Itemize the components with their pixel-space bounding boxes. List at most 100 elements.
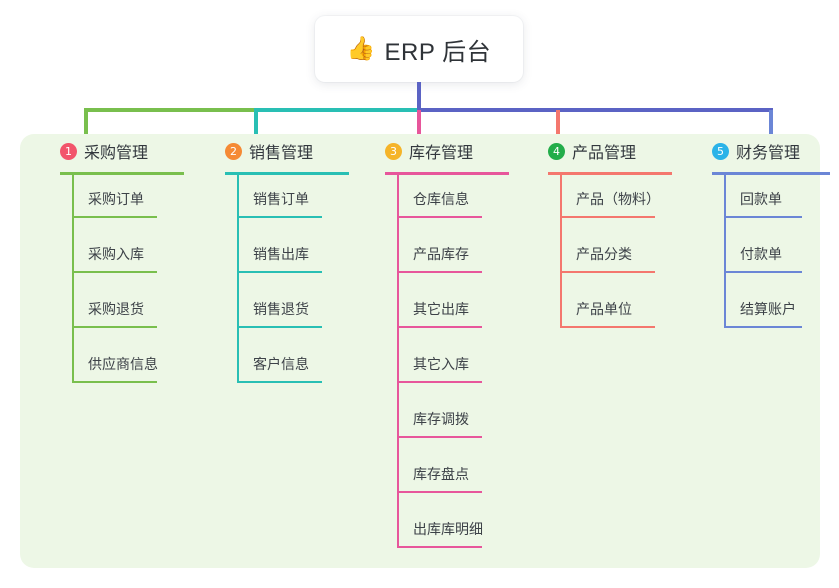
leaf-rule	[237, 271, 322, 273]
thumbs-up-icon: 👍	[346, 35, 376, 62]
leaf-item[interactable]: 其它入库	[365, 340, 482, 395]
leaf-rule	[724, 216, 802, 218]
leaf-rule	[72, 326, 157, 328]
leaf-item[interactable]: 产品单位	[528, 285, 655, 340]
leaf-label: 产品库存	[413, 246, 469, 262]
leaf-rule	[72, 381, 157, 383]
leaf-rule	[237, 216, 322, 218]
bus-segment-2	[254, 108, 417, 112]
leaf-rule	[397, 381, 482, 383]
leaf-rule	[560, 326, 655, 328]
leaf-item[interactable]: 采购入库	[40, 230, 157, 285]
leaf-rule	[397, 326, 482, 328]
leaf-list: 回款单付款单结算账户	[692, 175, 802, 340]
branch-column-3: 3 库存管理仓库信息产品库存其它出库其它入库库存调拨库存盘点出库库明细	[365, 134, 509, 560]
leaf-item[interactable]: 出库库明细	[365, 505, 483, 560]
leaf-item[interactable]: 回款单	[692, 175, 802, 230]
bus-segment-3	[417, 108, 773, 112]
leaf-item[interactable]: 其它出库	[365, 285, 482, 340]
leaf-rule	[72, 216, 157, 218]
leaf-item[interactable]: 库存调拨	[365, 395, 482, 450]
leaf-rule	[397, 491, 482, 493]
leaf-label: 其它出库	[413, 301, 469, 317]
leaf-label: 回款单	[740, 191, 782, 207]
leaf-spine	[560, 175, 562, 328]
leaf-item[interactable]: 产品（物料）	[528, 175, 660, 230]
branch-title: 销售管理	[249, 145, 314, 162]
leaf-label: 销售出库	[253, 246, 309, 262]
branch-header-1[interactable]: 1 采购管理	[40, 134, 148, 168]
leaf-list: 仓库信息产品库存其它出库其它入库库存调拨库存盘点出库库明细	[365, 175, 483, 560]
root-node[interactable]: 👍 ERP 后台	[315, 16, 523, 82]
leaf-spine	[237, 175, 239, 383]
drop-connector-2	[254, 110, 258, 138]
branch-header-3[interactable]: 3 库存管理	[365, 134, 473, 168]
branch-header-rule	[548, 172, 672, 175]
leaf-label: 其它入库	[413, 356, 469, 372]
leaf-item[interactable]: 产品库存	[365, 230, 482, 285]
leaf-label: 产品单位	[576, 301, 632, 317]
leaf-label: 库存盘点	[413, 466, 469, 482]
branch-number-badge: 4	[548, 142, 565, 160]
branch-number-badge: 3	[385, 142, 402, 160]
leaf-item[interactable]: 客户信息	[205, 340, 322, 395]
leaf-label: 采购入库	[88, 246, 144, 262]
leaf-rule	[237, 381, 322, 383]
branch-header-rule	[385, 172, 509, 175]
branch-number-badge: 5	[712, 142, 729, 160]
leaf-label: 付款单	[740, 246, 782, 262]
leaf-item[interactable]: 采购退货	[40, 285, 157, 340]
leaf-item[interactable]: 销售退货	[205, 285, 322, 340]
branch-title: 财务管理	[736, 145, 801, 162]
leaf-rule	[724, 271, 802, 273]
leaf-item[interactable]: 结算账户	[692, 285, 802, 340]
branch-header-rule	[712, 172, 830, 175]
leaf-list: 销售订单销售出库销售退货客户信息	[205, 175, 322, 395]
leaf-rule	[560, 216, 655, 218]
branch-header-rule	[225, 172, 349, 175]
leaf-spine	[397, 175, 399, 548]
branch-number-badge: 1	[60, 142, 77, 160]
leaf-label: 库存调拨	[413, 411, 469, 427]
leaf-label: 产品（物料）	[576, 191, 660, 207]
leaf-label: 采购订单	[88, 191, 144, 207]
leaf-label: 仓库信息	[413, 191, 469, 207]
bus-segment-1	[84, 108, 254, 112]
leaf-rule	[397, 271, 482, 273]
root-title: ERP 后台	[384, 38, 492, 66]
branch-title: 库存管理	[409, 145, 474, 162]
leaf-item[interactable]: 供应商信息	[40, 340, 158, 395]
leaf-item[interactable]: 销售订单	[205, 175, 322, 230]
leaf-rule	[560, 271, 655, 273]
leaf-rule	[72, 271, 157, 273]
leaf-item[interactable]: 销售出库	[205, 230, 322, 285]
drop-connector-3	[417, 110, 421, 138]
leaf-label: 销售订单	[253, 191, 309, 207]
leaf-rule	[397, 546, 482, 548]
branch-header-5[interactable]: 5 财务管理	[692, 134, 800, 168]
leaf-label: 客户信息	[253, 356, 309, 372]
branch-header-rule	[60, 172, 184, 175]
leaf-item[interactable]: 库存盘点	[365, 450, 482, 505]
leaf-label: 产品分类	[576, 246, 632, 262]
leaf-rule	[237, 326, 322, 328]
root-stem-connector	[417, 82, 421, 110]
drop-connector-1	[84, 110, 88, 138]
leaf-rule	[724, 326, 802, 328]
leaf-list: 采购订单采购入库采购退货供应商信息	[40, 175, 158, 395]
leaf-label: 供应商信息	[88, 356, 158, 372]
leaf-rule	[397, 436, 482, 438]
leaf-item[interactable]: 付款单	[692, 230, 802, 285]
branch-column-5: 5 财务管理回款单付款单结算账户	[692, 134, 830, 340]
leaf-list: 产品（物料） 产品分类产品单位	[528, 175, 660, 340]
leaf-item[interactable]: 产品分类	[528, 230, 655, 285]
leaf-item[interactable]: 采购订单	[40, 175, 157, 230]
leaf-item[interactable]: 仓库信息	[365, 175, 482, 230]
leaf-label: 采购退货	[88, 301, 144, 317]
leaf-spine	[72, 175, 74, 383]
branch-title: 采购管理	[84, 145, 149, 162]
